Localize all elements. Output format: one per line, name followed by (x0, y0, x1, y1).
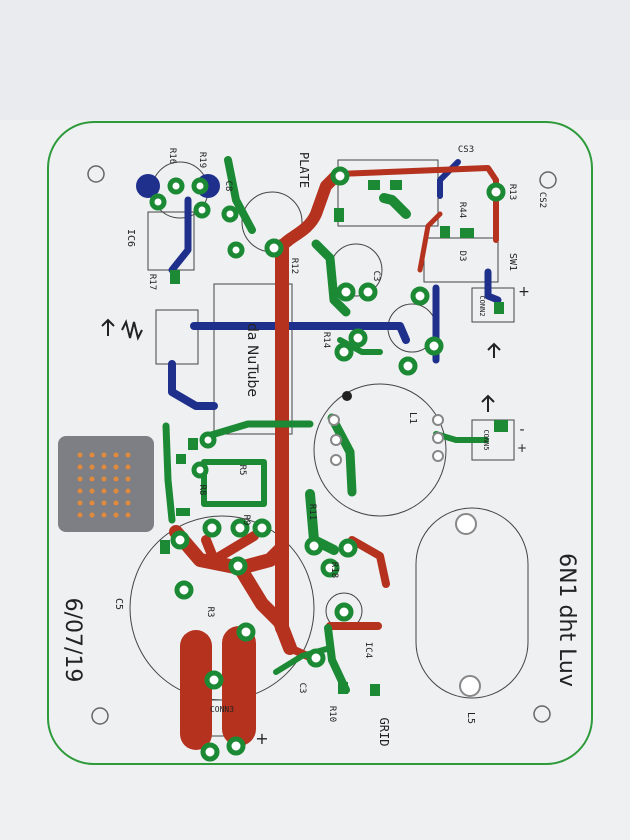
blue-trace-conn2 (484, 268, 502, 304)
c5-label: C5 (113, 598, 124, 610)
pads (149, 166, 506, 762)
arrow-up-conn5 (481, 394, 495, 412)
conn5-label: CONN5 (482, 429, 490, 450)
plus-label-bottom: + (255, 729, 268, 748)
red-trace-r18 (348, 536, 390, 588)
green-copper (162, 156, 489, 694)
mount-hole-bottom-right (533, 705, 551, 723)
title-label: 6N1 dht Luv (554, 553, 579, 687)
r9-label: R9 (241, 515, 251, 526)
arrow-up-conn2 (487, 342, 501, 358)
c3a-label: C3 (371, 271, 381, 282)
ic4-label: IC4 (363, 642, 373, 658)
r12-label: R12 (289, 258, 299, 274)
d3-label: D3 (457, 251, 467, 262)
r5-label: R5 (237, 465, 247, 476)
r8-label: R8 (197, 485, 207, 496)
plus-label-conn2: + (518, 284, 530, 300)
cs2-label: CS2 (537, 192, 547, 208)
silkscreen: 6N1 dht Luv 6/07/19 da NuTube PLATE GRID… (60, 145, 579, 748)
bottom-copper (136, 159, 502, 410)
r44-label: R44 (457, 202, 467, 218)
date-label: 6/07/19 (60, 598, 85, 683)
green-trace-plate (224, 156, 256, 234)
l5-outline (415, 507, 529, 699)
l1-label: L1 (407, 412, 418, 424)
mount-hole-top-left (87, 165, 105, 183)
resistor-zigzag (121, 319, 143, 341)
red-trace-down (233, 561, 297, 655)
minus-label-conn5: - (519, 422, 524, 438)
top-copper (169, 165, 499, 750)
ic6-label: IC6 (125, 229, 136, 247)
green-trace-c3 (311, 239, 351, 317)
r10-label: R10 (327, 706, 337, 722)
r19-label: R19 (197, 152, 207, 168)
sw1-label: SW1 (507, 253, 518, 271)
red-trace-top-right (335, 165, 499, 243)
l1-outline (313, 383, 447, 517)
green-trace-r8 (162, 422, 176, 524)
r11-label: R11 (307, 504, 317, 520)
mount-hole-top-right (539, 171, 557, 189)
paper-shadow (0, 0, 630, 120)
red-trace-r4 (417, 211, 443, 273)
l5-label: L5 (465, 712, 476, 724)
arrow-symbols (101, 318, 501, 412)
conn-left-outline (155, 309, 199, 365)
r3-label: R3 (205, 607, 215, 618)
smd-parts (160, 180, 508, 696)
red-trace-c5-right (233, 541, 289, 575)
green-trace-grid (324, 624, 350, 694)
blue-trace-ic6 (168, 196, 192, 274)
cs3-label: CS3 (458, 145, 474, 155)
blue-trace-main (190, 322, 410, 344)
red-pad-conn3-right (222, 626, 256, 746)
mounting-holes (87, 165, 557, 725)
r14-label: R14 (321, 332, 331, 348)
plus-label-conn5: + (517, 441, 527, 455)
red-pad-conn3-left (180, 630, 212, 750)
r13-label: R13 (507, 184, 517, 200)
grid-label: GRID (377, 718, 391, 747)
r17-label: R17 (147, 274, 157, 290)
board-outline (47, 121, 593, 765)
conn2-outline (471, 287, 515, 323)
c3b-label: C3 (297, 683, 307, 694)
red-trace-top-curve (276, 168, 344, 252)
arrow-up-left (101, 318, 115, 336)
header-block (58, 436, 154, 532)
green-trace-mid (204, 420, 314, 440)
green-trace-l1 (327, 413, 357, 497)
mount-hole-bottom-left (91, 707, 109, 725)
c8-label: C8 (223, 181, 233, 192)
r18-label: R18 (329, 562, 339, 578)
blue-trace-left (168, 360, 218, 410)
r16-label: R16 (167, 148, 177, 164)
plate-label: PLATE (297, 152, 311, 188)
nutube-outline (213, 283, 293, 435)
brand-label: da NuTube (244, 323, 260, 397)
conn3-label: CONN3 (210, 705, 234, 714)
conn2-label: CONN2 (478, 295, 486, 316)
